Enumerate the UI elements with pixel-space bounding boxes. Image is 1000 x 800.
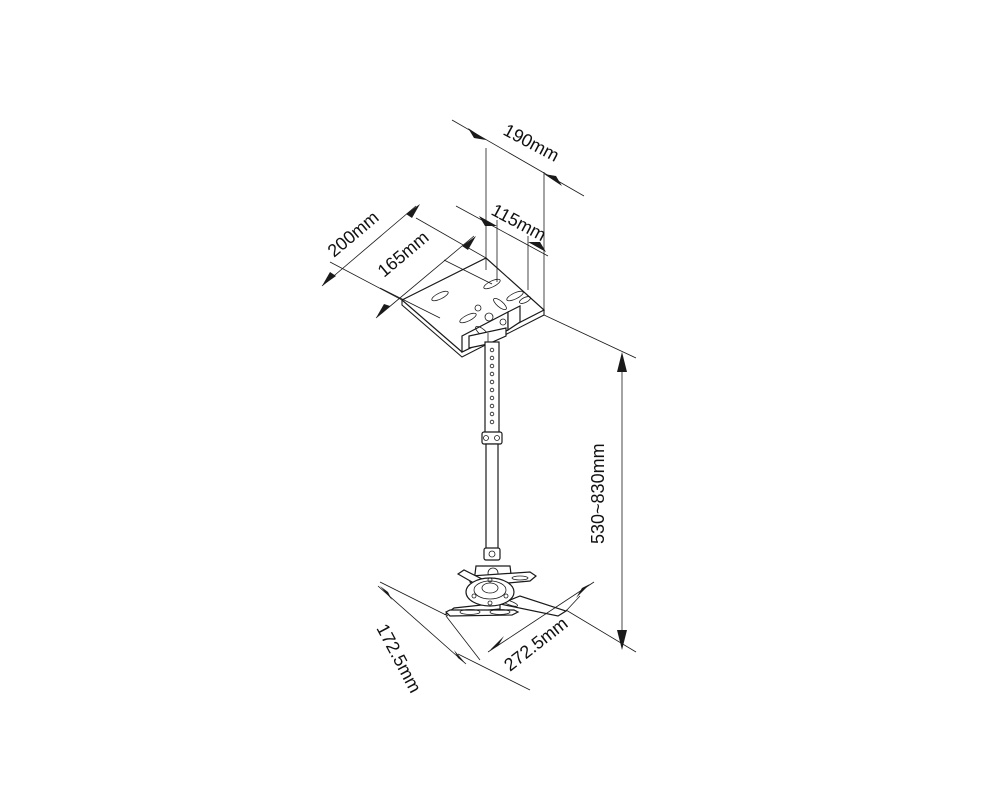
adjustment-hole (489, 363, 495, 369)
adjustment-hole (489, 395, 495, 401)
adjustment-hole (489, 371, 495, 377)
dimension-label-base-depth: 172.5mm (372, 620, 425, 696)
adjustment-hole (489, 347, 495, 353)
dimension-label-slot-depth-top: 165mm (374, 227, 433, 281)
adjustment-hole (489, 419, 495, 425)
dimension-label-height-range: 530~830mm (588, 443, 608, 544)
dimension-lines (321, 119, 637, 691)
adjustment-hole (489, 379, 495, 385)
telescopic-pole (481, 341, 503, 561)
dimension-label-width-top: 190mm (500, 120, 562, 166)
adjustment-hole (489, 411, 495, 417)
adjustment-hole (489, 403, 495, 409)
projector-base (443, 565, 568, 617)
adjustment-hole (489, 355, 495, 361)
dimension-label-base-width: 272.5mm (500, 613, 571, 675)
dimension-label-depth-top: 200mm (324, 207, 383, 261)
adjustment-hole (489, 387, 495, 393)
ceiling-plate (400, 257, 546, 358)
